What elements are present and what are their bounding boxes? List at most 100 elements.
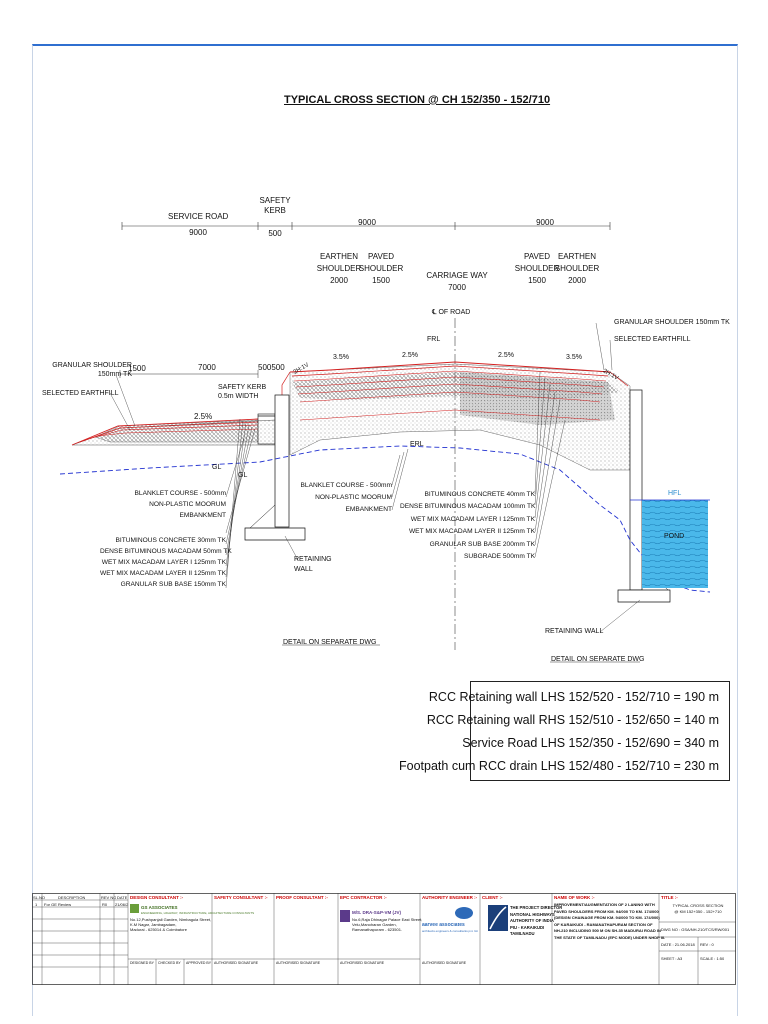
approved-by: APPROVED BY xyxy=(186,961,212,965)
callout: SUBGRADE 500mm TK xyxy=(464,553,535,561)
leader-lines xyxy=(109,322,641,633)
row-rev: R0 xyxy=(102,902,108,907)
callout: BLANKLET COURSE - 500mm xyxy=(134,490,227,497)
gs-address: No.12,Pushpanjali Garden, Nimbagula Stre… xyxy=(130,917,212,932)
main-embankment xyxy=(244,361,671,603)
design-consultant-header: DESIGN CONSULTANT :- xyxy=(130,895,184,900)
safety-kerb-width: 500 xyxy=(268,229,282,238)
client-header: CLIENT :- xyxy=(482,895,503,900)
cross-section-drawing xyxy=(59,222,711,663)
dim-7000: 7000 xyxy=(198,363,216,372)
epc-signature: AUTHORISED SIGNATURE xyxy=(340,961,385,965)
title-block: SL.NO DESCRIPTION REV NO DATE 1 For GE R… xyxy=(32,893,736,985)
epc-contractor-header: EPC CONTRACTOR :- xyxy=(340,895,387,900)
callout: BITUMINOUS CONCRETE 30mm TK xyxy=(115,537,226,544)
callout: NON-PLASTIC MOORUM xyxy=(315,494,392,501)
existing-ground-line xyxy=(59,445,711,593)
aarvee-associates: aarvee associates xyxy=(422,923,465,928)
slope-4: 3.5% xyxy=(566,354,582,361)
sheet-frame xyxy=(32,44,738,1016)
epc-address: No.6,Raja Dhinagar Palace East Street, V… xyxy=(352,917,423,932)
callout: WET MIX MACADAM LAYER II 125mm TK xyxy=(100,570,227,577)
callout: EMBANKMENT xyxy=(345,506,392,513)
row-description: For GE Review xyxy=(44,902,72,907)
revision: REV : 0 xyxy=(700,942,714,947)
summary-line: Service Road LHS 152/350 - 152/690 = 340… xyxy=(462,736,719,750)
col-slno: SL.NO xyxy=(33,895,46,900)
selected-earthfill-left: SELECTED EARTHFILL xyxy=(42,390,119,397)
title-block-grid xyxy=(32,893,736,985)
granular-shoulder-left: GRANULAR SHOULDER 150mm TK xyxy=(52,362,132,378)
selected-earthfill-right: SELECTED EARTHFILL xyxy=(614,336,691,343)
drawing-title-text: TYPICAL CROSS SECTION @ KM 152+350 - 152… xyxy=(672,903,724,914)
gs-tagline: ENGINEERING, HIGHWAY, INFRASTRUCTURE, AR… xyxy=(141,911,255,915)
detail-note-left: DETAIL ON SEPARATE DWG xyxy=(283,639,377,646)
row-slno: 1 xyxy=(35,902,38,907)
slope-1: 3.5% xyxy=(333,354,349,361)
sheet-size: SHEET : A3 xyxy=(661,956,683,961)
service-road-callouts: BLANKLET COURSE - 500mm NON-PLASTIC MOOR… xyxy=(100,488,232,590)
epc-name: M/S. DRA-S&P-VM (JV) xyxy=(352,910,402,915)
retaining-wall-right: RETAINING WALL xyxy=(545,628,604,635)
centre-line-label: ℄ OF ROAD xyxy=(432,309,471,316)
slope-3: 2.5% xyxy=(498,352,514,359)
authority-signature: AUTHORISED SIGNATURE xyxy=(422,961,467,965)
main-left-callouts: BLANKLET COURSE - 500mm NON-PLASTIC MOOR… xyxy=(300,480,393,516)
erl-label: ERL xyxy=(410,441,424,448)
paved-shoulder-left: PAVED SHOULDER 1500 xyxy=(358,252,404,285)
name-of-work-header: NAME OF WORK :- xyxy=(554,895,595,900)
callout: GRANULAR SUB BASE 200mm TK xyxy=(429,540,535,548)
detail-note-right: DETAIL ON SEPARATE DWG xyxy=(551,656,645,663)
summary-line: RCC Retaining wall LHS 152/520 - 152/710… xyxy=(428,690,719,704)
quantity-summary-box: RCC Retaining wall LHS 152/520 - 152/710… xyxy=(399,681,730,781)
rhs-width: 9000 xyxy=(536,218,554,227)
aarvee-tagline: architects engineers & consultants pvt. … xyxy=(422,929,479,933)
checked-by: CHECKED BY xyxy=(158,961,181,965)
callout: GRANULAR SUB BASE 150mm TK xyxy=(120,581,226,588)
main-right-callouts: BITUMINOUS CONCRETE 40mm TK DENSE BITUMI… xyxy=(400,489,535,563)
safety-consultant-header: SAFETY CONSULTANT :- xyxy=(214,895,268,900)
designed-by: DESIGNED BY xyxy=(130,961,154,965)
safety-kerb-label: SAFETY KERB xyxy=(259,196,291,215)
pond-label: POND xyxy=(664,533,685,540)
safety-kerb-width-label: SAFETY KERB 0.5m WIDTH xyxy=(218,384,267,400)
col-date: DATE xyxy=(117,895,128,900)
granular-shoulder-right: GRANULAR SHOULDER 150mm TK xyxy=(614,319,730,326)
proof-signature: AUTHORISED SIGNATURE xyxy=(276,961,321,965)
earthen-shoulder-left: EARTHEN SHOULDER 2000 xyxy=(316,252,362,285)
gl-label-2: GL xyxy=(238,472,248,479)
slope-2: 2.5% xyxy=(402,352,418,359)
service-slope: 2.5% xyxy=(194,412,213,421)
service-road-width: 9000 xyxy=(189,228,207,237)
proof-consultant-header: PROOF CONSULTANT :- xyxy=(276,895,328,900)
hfl-label: HFL xyxy=(668,490,682,497)
callout: DENSE BITUMINOUS MACADAM 100mm TK xyxy=(400,503,536,511)
client-details: THE PROJECT DIRECTOR NATIONAL HIGHWAYS A… xyxy=(510,905,563,936)
callout: EMBANKMENT xyxy=(179,512,226,519)
lhs-width: 9000 xyxy=(358,218,376,227)
drawing-date: DATE : 21.06.2018 xyxy=(661,942,695,947)
callout: DENSE BITUMINOUS MACADAM 50mm TK xyxy=(100,548,232,555)
dim-500500: 500500 xyxy=(258,363,285,372)
gl-label-1: GL xyxy=(212,464,222,471)
drawing-number: DWG NO : GSA/NH-210/TCS/RW/001 xyxy=(661,927,730,932)
service-road-embankment xyxy=(71,413,276,446)
summary-line: RCC Retaining wall RHS 152/510 - 152/650… xyxy=(426,713,719,727)
dim-1500: 1500 xyxy=(128,364,146,373)
col-rev: REV NO xyxy=(101,895,117,900)
callout: BITUMINOUS CONCRETE 40mm TK xyxy=(424,491,535,498)
carriage-way: CARRIAGE WAY 7000 xyxy=(426,271,488,292)
earthen-shoulder-right: EARTHEN SHOULDER 2000 xyxy=(554,252,600,285)
callout: WET MIX MACADAM LAYER II 125mm TK xyxy=(408,528,535,536)
col-description: DESCRIPTION xyxy=(58,895,86,900)
callout: NON-PLASTIC MOORUM xyxy=(149,501,226,508)
authority-engineer-header: AUTHORITY ENGINEER :- xyxy=(422,895,478,900)
gs-associates: GS ASSOCIATES xyxy=(141,905,178,910)
pond-water xyxy=(642,500,708,588)
callout: WET MIX MACADAM LAYER I 125mm TK xyxy=(101,559,226,566)
top-dimension-line xyxy=(121,222,611,230)
callout: WET MIX MACADAM LAYER I 125mm TK xyxy=(410,515,535,523)
frl-label: FRL xyxy=(427,336,441,343)
title-header: TITLE :- xyxy=(661,895,678,900)
retaining-wall-left: RETAINING WALL xyxy=(294,556,332,573)
